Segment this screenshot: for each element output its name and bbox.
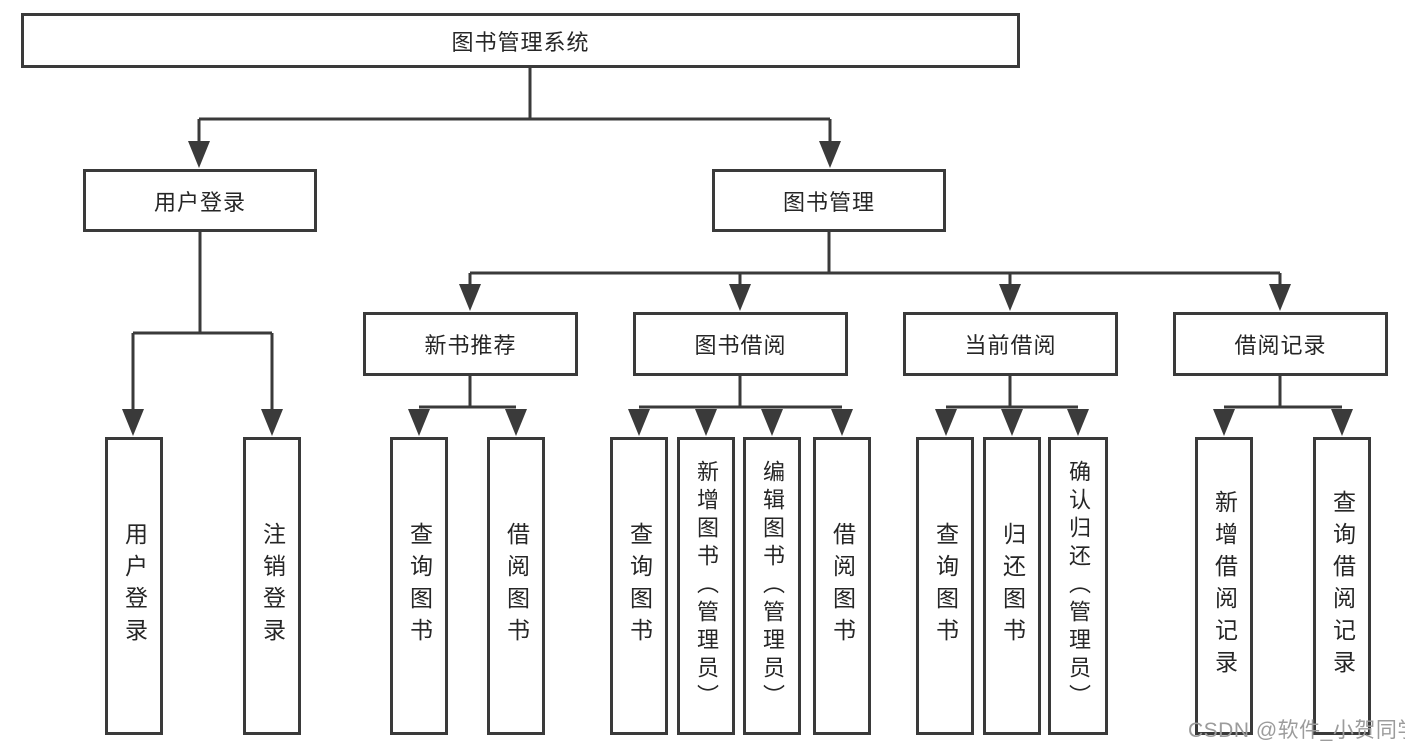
leaf-borrow-books-borrowing: 借阅图书: [813, 437, 871, 735]
leaf-query-books-borrowing: 查询图书: [610, 437, 668, 735]
node-label: 借阅记录: [1234, 333, 1327, 358]
node-label: 查询图书: [932, 522, 959, 650]
node-label: 查询图书: [626, 522, 653, 650]
node-label: 新书推荐: [424, 333, 517, 358]
leaf-user-login: 用户登录: [105, 437, 163, 735]
node-label: 用户登录: [153, 189, 246, 215]
node-label: 归还图书: [999, 522, 1026, 650]
node-label: 图书管理: [782, 189, 875, 215]
leaf-confirm-return-admin: 确认归还（管理员）: [1048, 437, 1108, 735]
node-label: 借阅图书: [829, 522, 856, 650]
leaf-logout: 注销登录: [243, 437, 301, 735]
node-borrowing-records: 借阅记录: [1173, 312, 1388, 376]
node-label: 图书管理系统: [451, 29, 590, 55]
node-new-book-recommendation: 新书推荐: [363, 312, 578, 376]
node-book-management: 图书管理: [712, 169, 946, 232]
node-label: 编辑图书（管理员）: [760, 460, 785, 712]
leaf-query-books-recommend: 查询图书: [390, 437, 448, 735]
leaf-query-borrow-record: 查询借阅记录: [1313, 437, 1371, 735]
node-label: 图书借阅: [694, 333, 787, 358]
leaf-borrow-books-recommend: 借阅图书: [487, 437, 545, 735]
leaf-add-books-admin: 新增图书（管理员）: [677, 437, 735, 735]
node-label: 新增借阅记录: [1211, 490, 1238, 682]
node-label: 借阅图书: [503, 522, 530, 650]
leaf-query-books-current: 查询图书: [916, 437, 974, 735]
node-label: 注销登录: [259, 522, 286, 650]
leaf-add-borrow-record: 新增借阅记录: [1195, 437, 1253, 735]
csdn-watermark: CSDN @软件_小贺同学: [1188, 719, 1405, 742]
node-label: 用户登录: [121, 522, 148, 650]
node-label: 查询借阅记录: [1329, 490, 1356, 682]
node-current-borrowing: 当前借阅: [903, 312, 1118, 376]
node-label: 当前借阅: [964, 333, 1057, 358]
node-label: 确认归还（管理员）: [1066, 460, 1091, 712]
node-label: 新增图书（管理员）: [694, 460, 719, 712]
leaf-edit-books-admin: 编辑图书（管理员）: [743, 437, 801, 735]
node-library-management-system: 图书管理系统: [21, 13, 1020, 68]
node-label: 查询图书: [406, 522, 433, 650]
leaf-return-books: 归还图书: [983, 437, 1041, 735]
node-user-login: 用户登录: [83, 169, 317, 232]
node-book-borrowing: 图书借阅: [633, 312, 848, 376]
